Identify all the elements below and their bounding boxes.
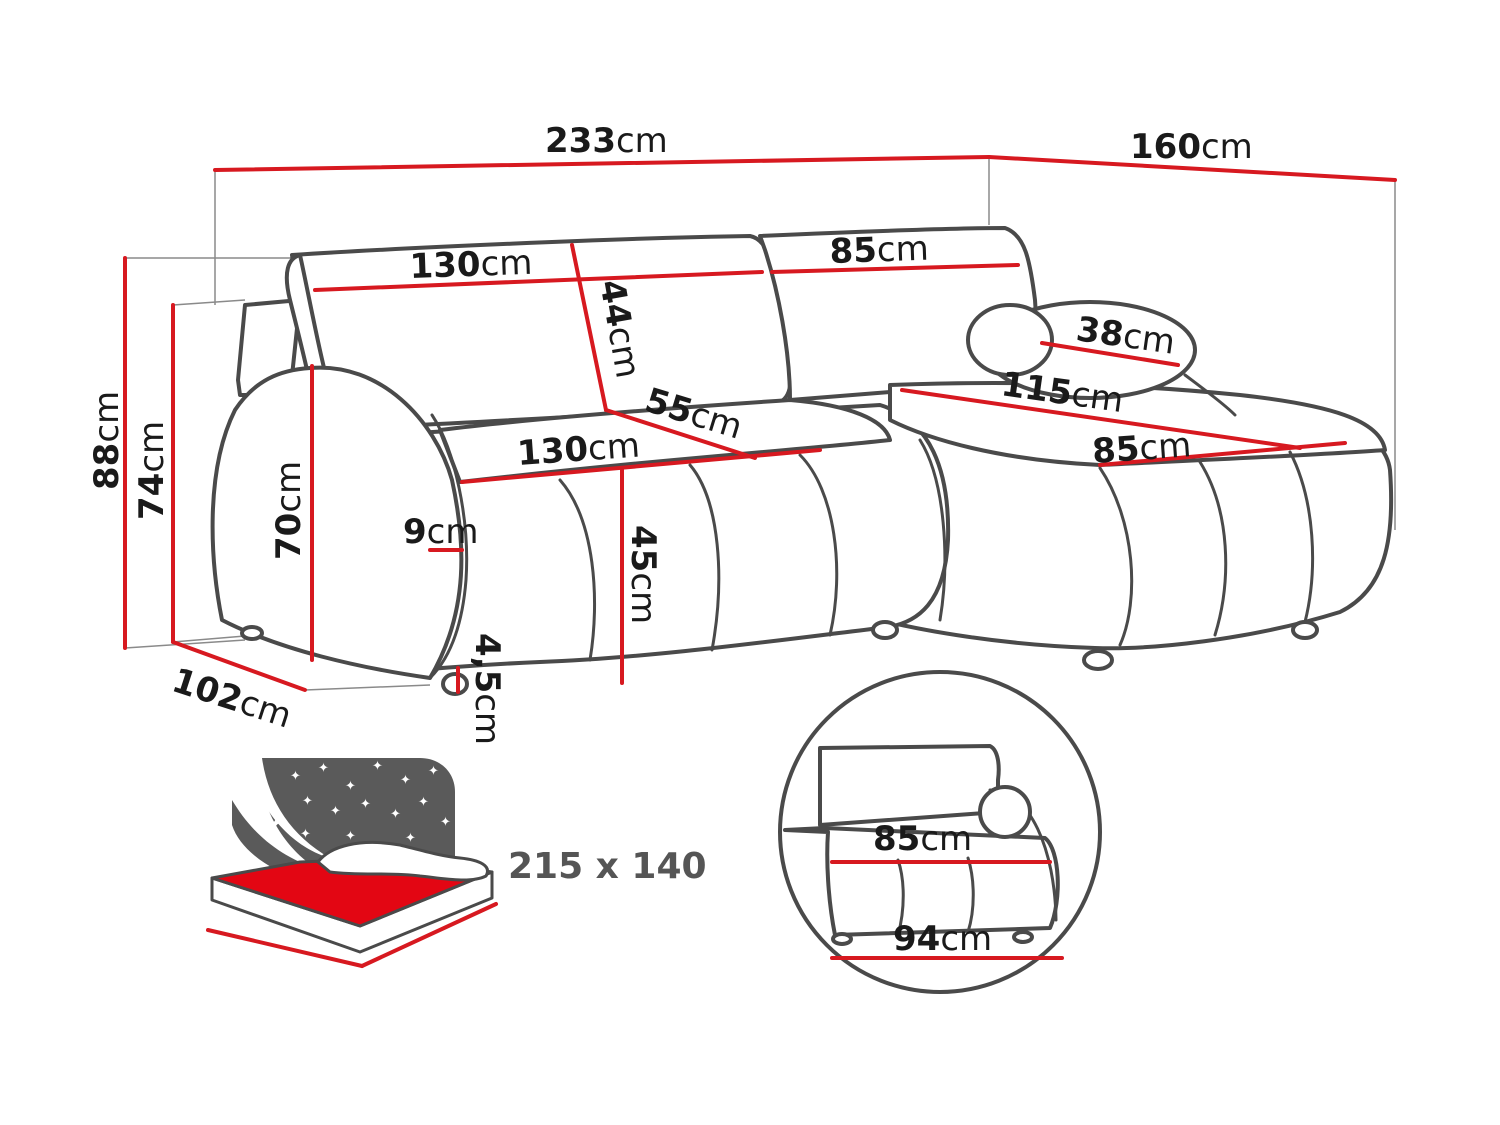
detail-bottom-width-label: 94cm bbox=[893, 919, 992, 959]
svg-text:✦: ✦ bbox=[390, 807, 401, 822]
svg-text:✦: ✦ bbox=[405, 831, 416, 846]
label-pillow-diameter: 38cm bbox=[1074, 309, 1178, 362]
svg-text:✦: ✦ bbox=[302, 794, 313, 809]
svg-text:✦: ✦ bbox=[360, 797, 371, 812]
svg-text:✦: ✦ bbox=[440, 815, 451, 830]
pillows bbox=[316, 841, 489, 882]
label-back-height: 74cm bbox=[132, 421, 172, 520]
label-leg-height: 4,5cm bbox=[467, 633, 507, 745]
label-back-width-main: 130cm bbox=[409, 243, 533, 287]
svg-text:✦: ✦ bbox=[300, 827, 311, 842]
svg-text:✦: ✦ bbox=[290, 769, 301, 784]
guide-lines bbox=[124, 157, 1396, 691]
night-sky-panel bbox=[262, 758, 455, 870]
dimension-lines bbox=[123, 155, 1397, 694]
side-profile-detail: 85cm 94cm bbox=[778, 670, 1102, 994]
stars-icon: ✦✦ ✦✦ ✦✦ ✦✦ ✦✦ ✦✦ ✦✦ ✦✦ bbox=[270, 759, 451, 846]
label-chaise-width: 160cm bbox=[1130, 127, 1253, 167]
label-back-width-chaise: 85cm bbox=[829, 229, 929, 272]
label-depth: 102cm bbox=[167, 661, 296, 737]
label-seat-width: 130cm bbox=[516, 426, 641, 474]
moon-icon bbox=[250, 758, 330, 858]
label-chaise-length: 115cm bbox=[999, 364, 1126, 421]
label-armrest-width: 9cm bbox=[403, 512, 479, 552]
sofa-drawing bbox=[210, 226, 1394, 696]
svg-text:✦: ✦ bbox=[345, 779, 356, 794]
svg-text:✦: ✦ bbox=[400, 773, 411, 788]
bed-function-icon: ✦✦ ✦✦ ✦✦ ✦✦ ✦✦ ✦✦ ✦✦ ✦✦ 215 x 140 bbox=[206, 758, 707, 968]
svg-text:✦: ✦ bbox=[428, 764, 439, 779]
bed-size-label: 215 x 140 bbox=[508, 846, 707, 887]
label-backrest-height: 44cm bbox=[591, 277, 648, 382]
label-chaise-seat-width: 85cm bbox=[1091, 425, 1193, 472]
svg-text:✦: ✦ bbox=[318, 761, 329, 776]
label-seat-height: 45cm bbox=[623, 525, 663, 624]
label-armrest-height: 70cm bbox=[269, 461, 309, 560]
label-total-width: 233cm bbox=[545, 121, 668, 161]
svg-text:✦: ✦ bbox=[270, 817, 281, 832]
label-total-height: 88cm bbox=[87, 391, 127, 490]
dimension-labels: 233cm 160cm 130cm 85cm 44cm 55cm 130cm 3… bbox=[87, 121, 1253, 745]
svg-text:✦: ✦ bbox=[418, 795, 429, 810]
detail-seat-width-label: 85cm bbox=[873, 819, 972, 859]
svg-text:✦: ✦ bbox=[372, 759, 383, 774]
svg-text:✦: ✦ bbox=[345, 829, 356, 844]
svg-text:✦: ✦ bbox=[330, 804, 341, 819]
